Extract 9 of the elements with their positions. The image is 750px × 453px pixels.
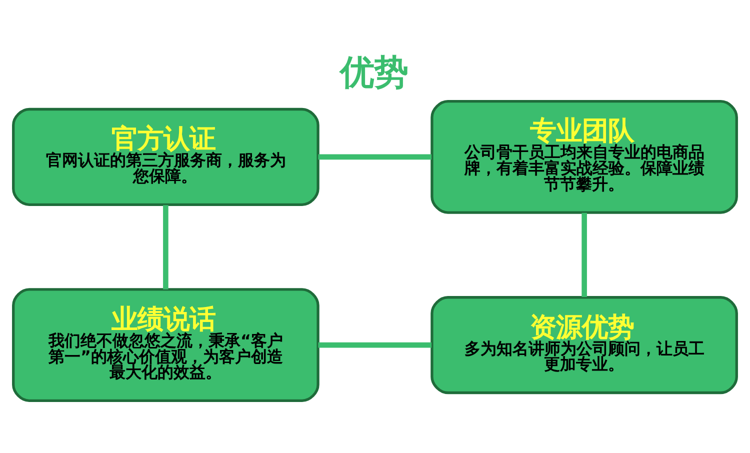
node-box: 资源优势 多为知名讲师为公司顾问，让员工更加专业。: [430, 296, 738, 394]
diagram-title: 优势: [340, 52, 408, 93]
node-box: 专业团队 公司骨干员工均来自专业的电商品牌，有着丰富实战经验。保障业绩节节攀升。: [430, 100, 738, 214]
node-box: 官方认证 官网认证的第三方服务商，服务为您保障。: [12, 108, 320, 206]
connector: [318, 342, 432, 348]
connector: [582, 212, 587, 298]
node-box: 业绩说话 我们绝不做忽悠之流，秉承“客户第一”的核心价值观，为客户创造最大化的效益。: [12, 288, 320, 402]
connector: [318, 154, 432, 160]
connector: [163, 205, 168, 290]
